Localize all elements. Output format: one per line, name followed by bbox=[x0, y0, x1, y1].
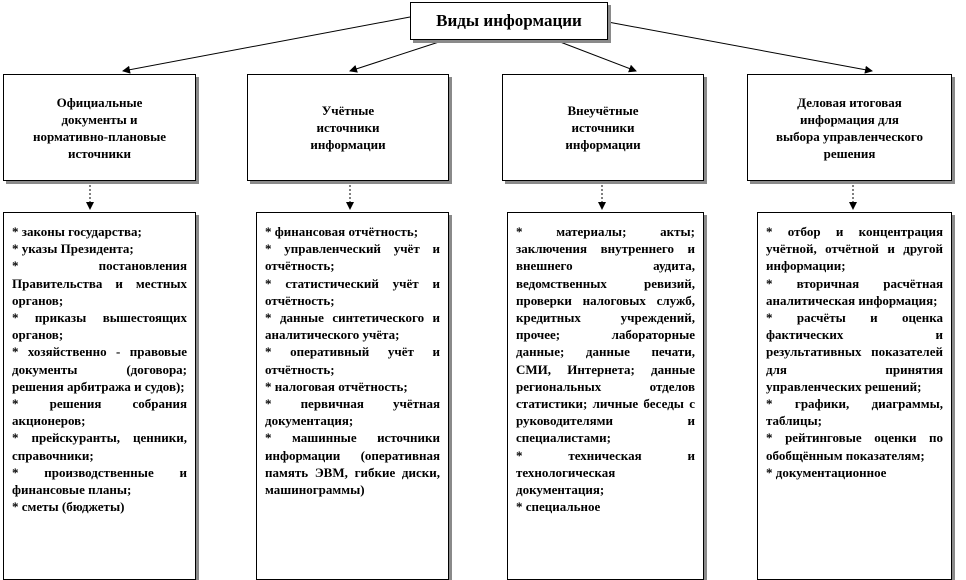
list-item: * решения собрания акционеров; bbox=[12, 396, 187, 429]
list-item: * расчёты и оценка фактических и результ… bbox=[766, 310, 943, 394]
list-official-documents: * законы государства; * указы Президента… bbox=[3, 212, 196, 580]
root-label: Виды информации bbox=[436, 11, 582, 30]
category-official-documents: Официальные документы и нормативно-плано… bbox=[3, 74, 196, 181]
root-node: Виды информации bbox=[410, 2, 608, 40]
list-item: * отбор и концентрация учётной, отчётной… bbox=[766, 224, 943, 274]
list-accounting-sources: * финансовая отчётность; * управленчески… bbox=[256, 212, 449, 580]
list-item: * управленческий учёт и отчётность; bbox=[265, 241, 440, 274]
list-item: * машинные источники информации (операти… bbox=[265, 430, 440, 498]
arrow-root-to-nonaccounting bbox=[554, 39, 637, 73]
list-item: * налоговая отчётность; bbox=[265, 378, 408, 394]
list-item: * прейскуранты, ценники, справочники; bbox=[12, 430, 187, 463]
arrow-root-to-accounting bbox=[349, 39, 446, 73]
list-item: * сметы (бюджеты) bbox=[12, 499, 125, 515]
list-item: * графики, диаграммы, таблицы; bbox=[766, 396, 943, 429]
list-item: * финансовая отчётность; bbox=[265, 224, 419, 239]
list-item: * законы государства; bbox=[12, 224, 142, 239]
list-item: * рейтинговые оценки по обобщённым показ… bbox=[766, 430, 943, 463]
list-item: * первичная учётная документация; bbox=[265, 396, 440, 429]
arrow-root-to-business bbox=[607, 21, 873, 74]
list-item: * указы Президента; bbox=[12, 241, 134, 257]
category-non-accounting-sources: Внеучётные источники информации bbox=[502, 74, 704, 181]
list-item: * статистический учёт и отчётность; bbox=[265, 275, 440, 308]
category-title: Внеучётные источники информации bbox=[565, 103, 641, 152]
list-item: * постановления Правительства и местных … bbox=[12, 258, 187, 308]
list-item: * материалы; акты; заключения внутреннег… bbox=[516, 224, 695, 446]
category-title: Учётные источники информации bbox=[310, 103, 386, 152]
list-item: * хозяйственно - правовые документы (дог… bbox=[12, 344, 187, 394]
category-accounting-sources: Учётные источники информации bbox=[247, 74, 449, 181]
list-item: * техническая и технологическая документ… bbox=[516, 447, 695, 498]
list-item: * вторичная расчётная аналитическая инфо… bbox=[766, 275, 943, 308]
list-item: * специальное bbox=[516, 499, 601, 515]
list-item: * данные синтетического и аналитического… bbox=[265, 310, 440, 343]
category-title: Деловая итоговая информация для выбора у… bbox=[775, 94, 924, 161]
list-business-summary-info: * отбор и концентрация учётной, отчётной… bbox=[757, 212, 952, 580]
list-item: * документационное bbox=[766, 464, 887, 480]
list-item: * оперативный учёт и отчётность; bbox=[265, 344, 440, 377]
category-title: Официальные документы и нормативно-плано… bbox=[32, 94, 167, 161]
list-non-accounting-sources: * материалы; акты; заключения внутреннег… bbox=[507, 212, 704, 580]
list-item: * приказы вышестоящих органов; bbox=[12, 310, 187, 343]
list-item: * производственные и финансовые планы; bbox=[12, 464, 187, 498]
arrow-root-to-official bbox=[122, 16, 411, 74]
category-business-summary-info: Деловая итоговая информация для выбора у… bbox=[747, 74, 952, 181]
